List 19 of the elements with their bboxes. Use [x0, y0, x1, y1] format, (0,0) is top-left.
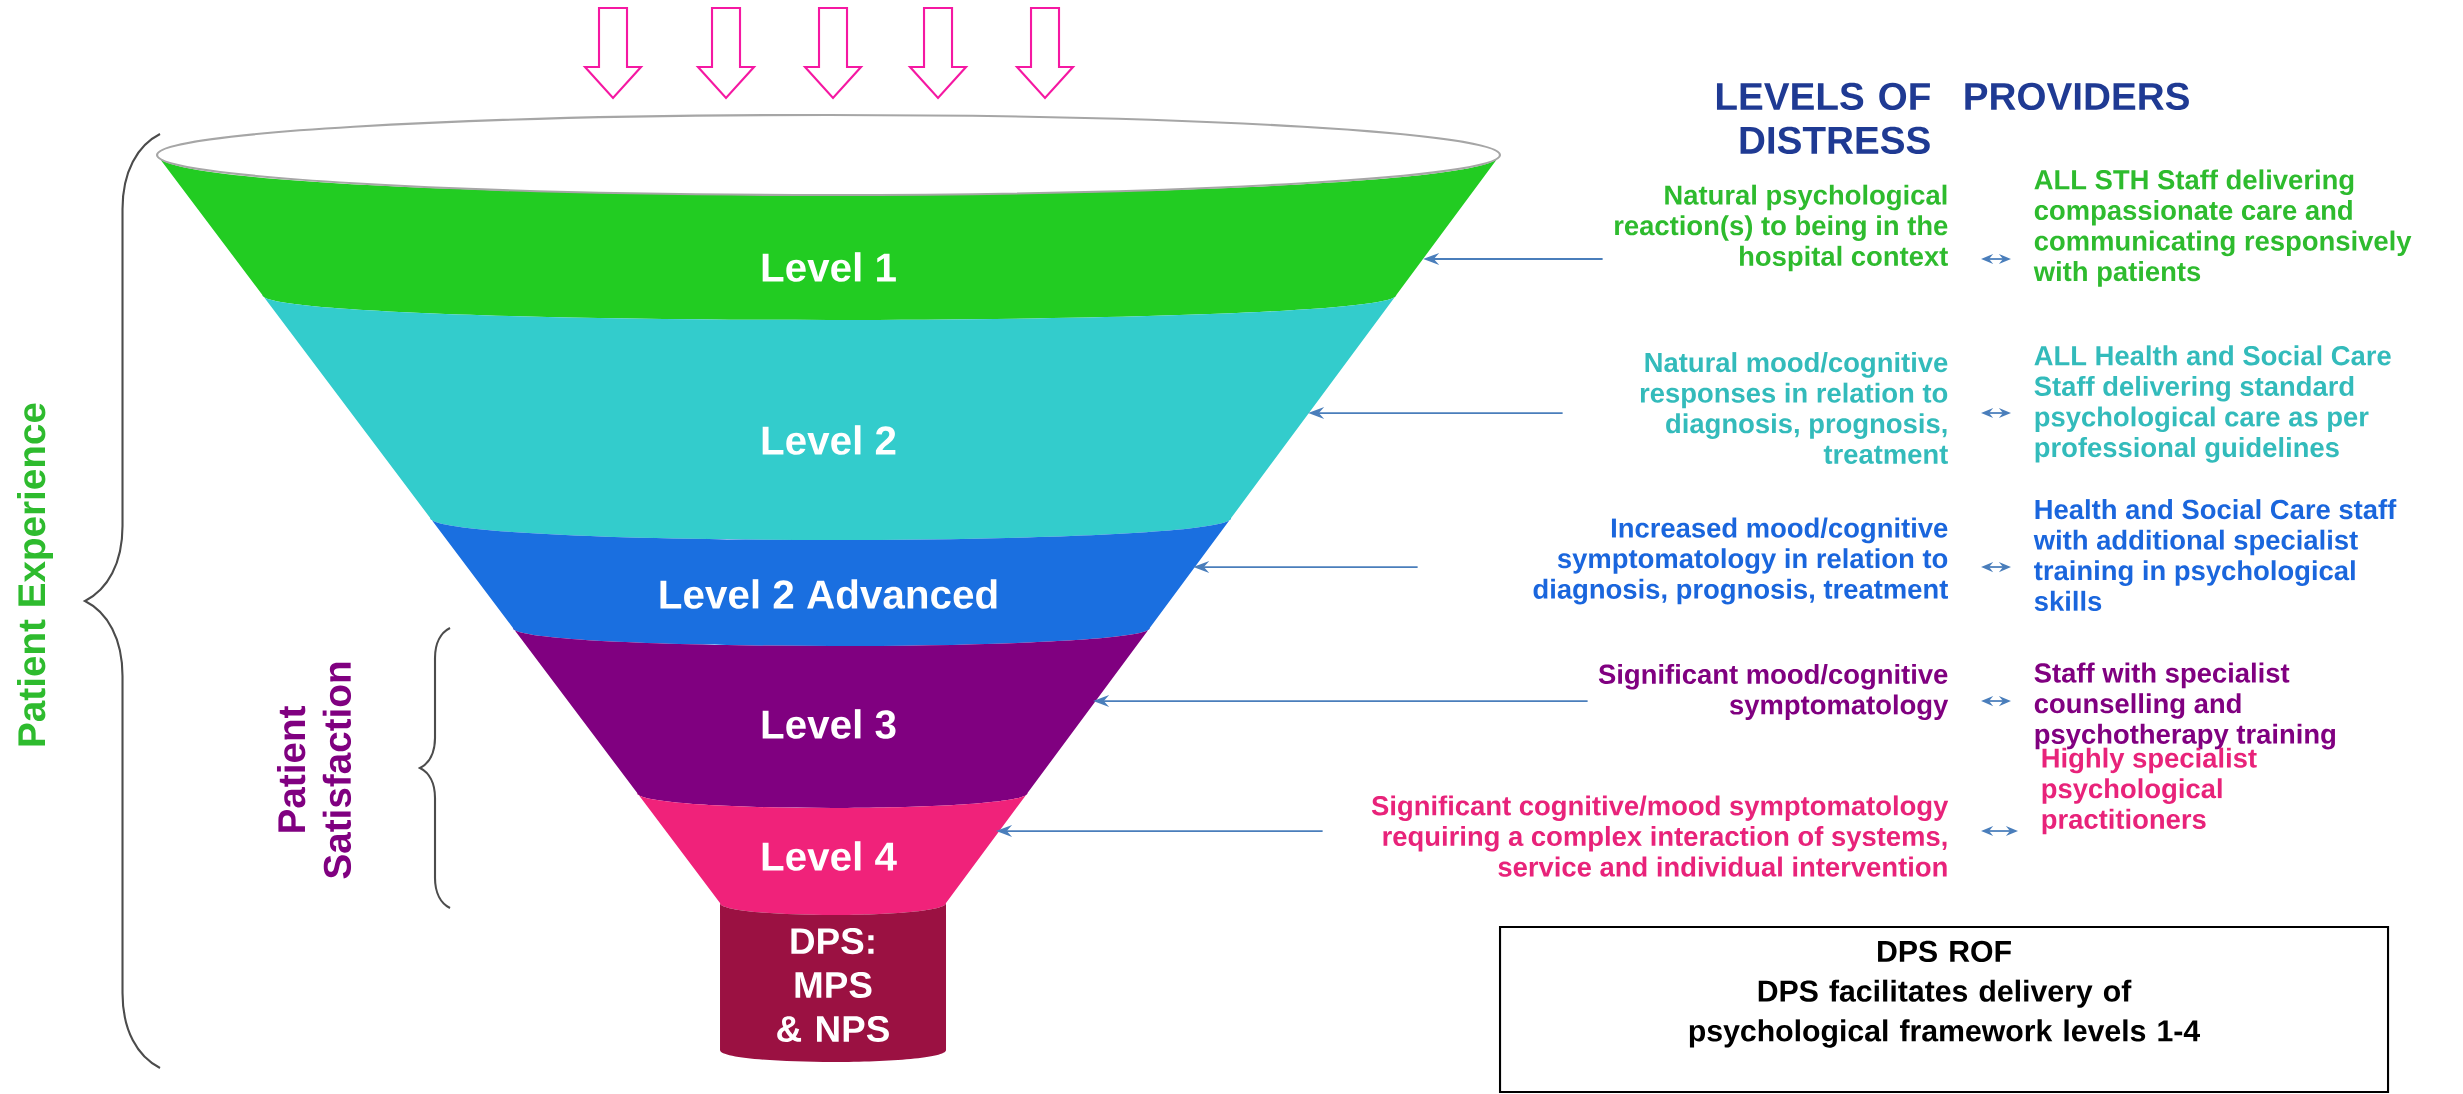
- funnel-band: Level 2: [262, 295, 1397, 540]
- funnel-band: Level 1: [155, 113, 1502, 320]
- provider-text: ALL STH Staff delivering compassionate care and communicating responsively with patients: [2033, 169, 2412, 287]
- rotated-label: Patient Experience: [17, 403, 53, 746]
- description-text: Significant mood/cognitive symptomatology: [1598, 663, 1949, 721]
- provider-text: Health and Social Care staff with additional specialist training in psychological skills: [2033, 499, 2397, 611]
- header: PROVIDERS: [1965, 82, 2189, 111]
- cylinder: DPS: MPS & NPS: [720, 903, 946, 1062]
- funnel-band: Level 2 Advanced: [430, 518, 1232, 646]
- header: LEVELS OF DISTRESS: [1716, 82, 1930, 154]
- funnel-band: Level 3: [513, 628, 1150, 808]
- funnel-band: Level 4: [637, 793, 1028, 915]
- description-text: Significant cognitive/mood symptomatology requiring a complex interaction of systems, service and individual intervention: [1371, 795, 1949, 877]
- description-text: Natural mood/cognitive responses in relation to diagnosis, prognosis, treatment: [1640, 352, 1948, 464]
- description-text: Natural psychological reaction(s) to being in the hospital context: [1615, 184, 1948, 272]
- text-box: DPS ROF DPS facilitates delivery of psychological framework levels 1-4: [1498, 925, 2390, 1094]
- rotated-label: Patient Satisfaction: [277, 662, 352, 879]
- description-text: Increased mood/cognitive symptomatology in relation to diagnosis, prognosis, treatment: [1533, 517, 1948, 605]
- provider-text: ALL Health and Social Care Staff delivering standard psychological care as per professional guidelines: [2034, 345, 2391, 463]
